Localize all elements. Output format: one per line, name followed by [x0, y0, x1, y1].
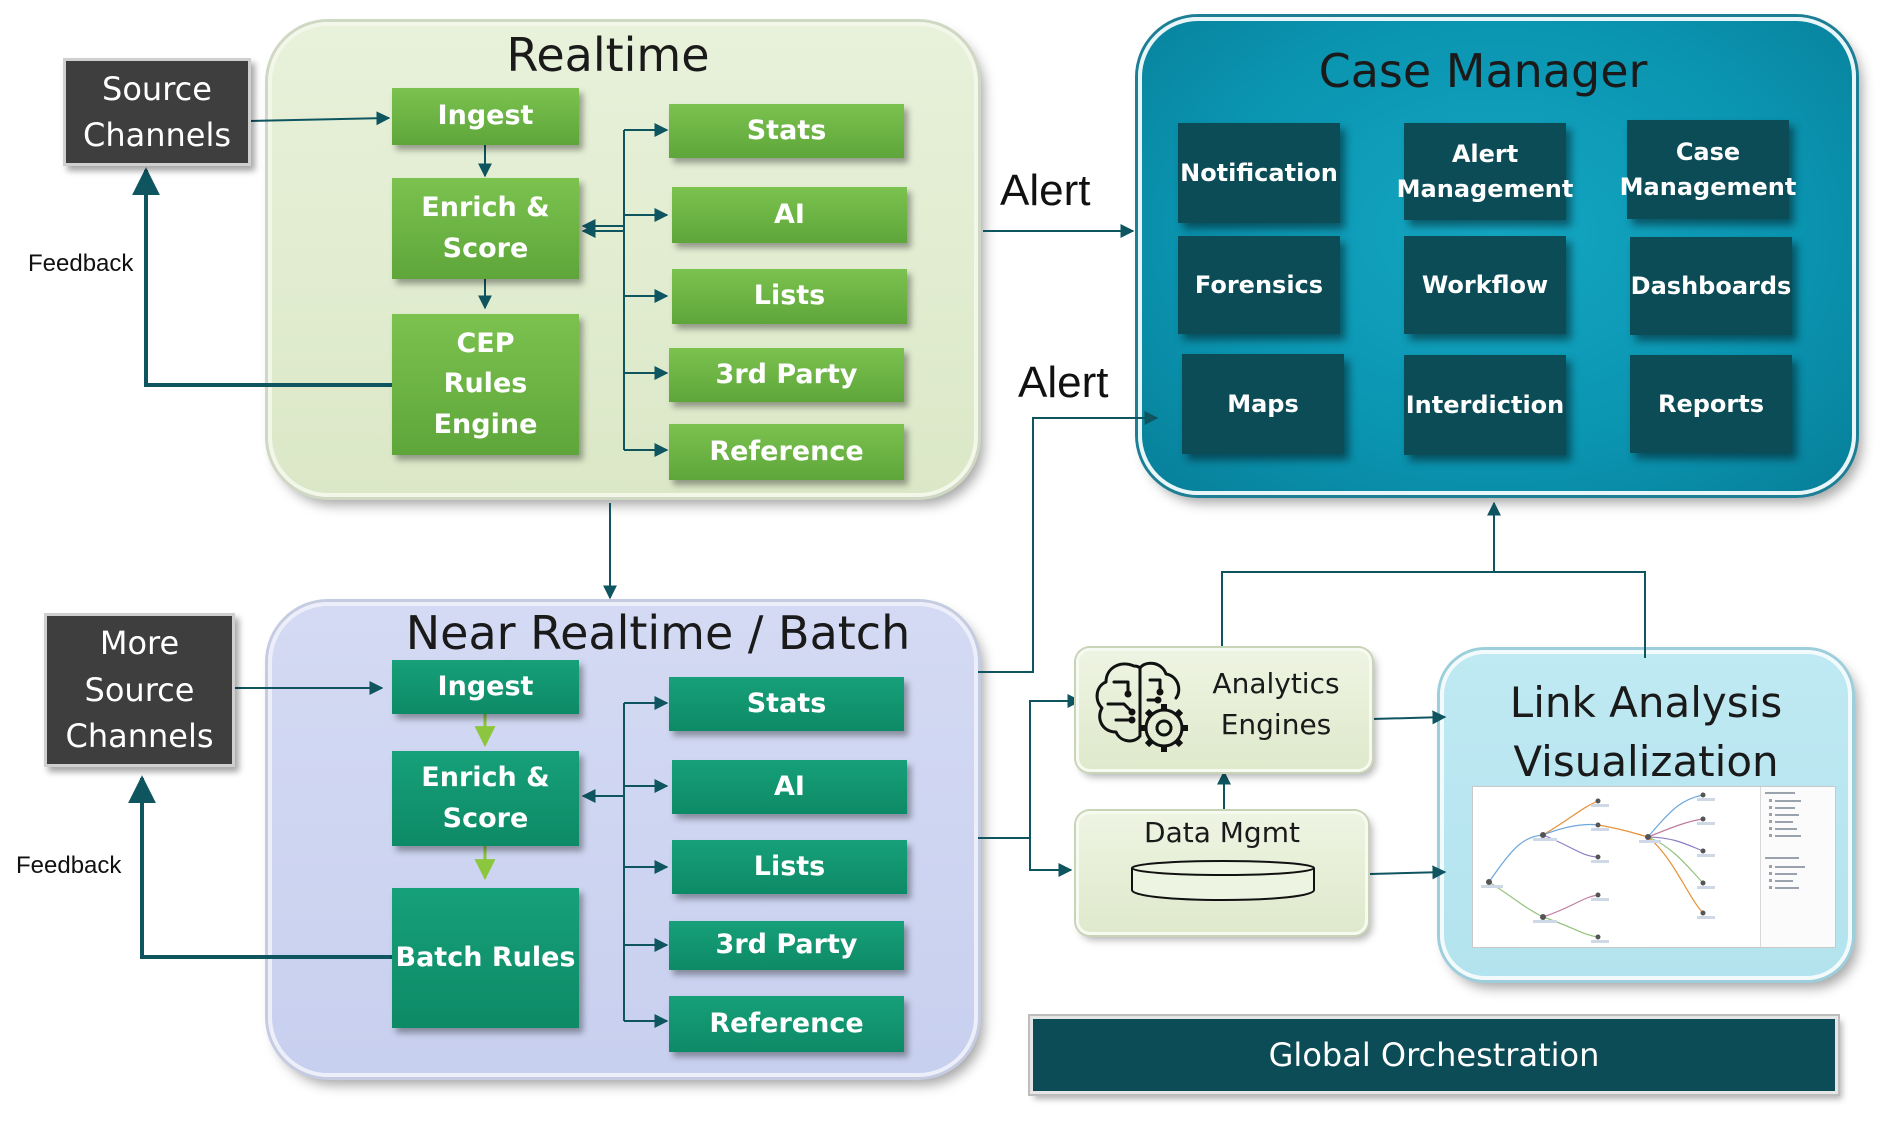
batch-to-datamgmt-arrow	[1029, 838, 1073, 877]
analytics-line-1: Analytics	[1212, 667, 1340, 700]
realtime-ingest-box[interactable]: Ingest	[392, 88, 579, 145]
realtime-enrich-score-box[interactable]: Enrich & Score	[392, 178, 579, 279]
analytics-engines-box[interactable]	[1076, 648, 1372, 772]
realtime-reference-box[interactable]: Reference	[669, 424, 904, 480]
global-orchestration-bar[interactable]: Global Orchestration	[1030, 1016, 1838, 1094]
source-to-ingest-arrow	[249, 111, 391, 126]
batch-ai-box[interactable]: AI	[672, 760, 907, 814]
rt-enrich-line-2: Score	[442, 232, 529, 264]
more-source-line-1: More	[99, 624, 180, 663]
link-title-line-1: Link Analysis	[1509, 678, 1783, 727]
realtime-alert-label: Alert	[1000, 166, 1091, 215]
realtime-3rd-party-box[interactable]: 3rd Party	[669, 348, 904, 402]
batch-enrich-score-box[interactable]: Enrich & Score	[392, 751, 579, 846]
workflow-module[interactable]: Workflow	[1404, 236, 1566, 334]
cep-line-2: Rules	[443, 368, 528, 400]
case-mgmt-line-1: Case	[1675, 137, 1741, 166]
rt-feedback-line	[132, 167, 392, 387]
batch-enrich-line-1: Enrich &	[421, 762, 550, 793]
database-icon	[1128, 858, 1318, 902]
maps-module[interactable]: Maps	[1182, 354, 1344, 454]
alert-management-module[interactable]: Alert Management	[1397, 123, 1573, 220]
link-analysis-title: Link Analysis Visualization	[1440, 674, 1852, 792]
batch-ingest-box[interactable]: Ingest	[392, 660, 579, 714]
alert-mgmt-line-2: Management	[1396, 174, 1574, 203]
case-manager-title: Case Manager	[1318, 44, 1648, 98]
batch-3rd-party-box[interactable]: 3rd Party	[669, 921, 904, 970]
forensics-module[interactable]: Forensics	[1178, 236, 1340, 334]
reports-module[interactable]: Reports	[1630, 355, 1792, 453]
more-source-line-3: Channels	[65, 717, 214, 756]
batch-feedback-label: Feedback	[16, 852, 122, 879]
analytics-to-link-arrow	[1371, 710, 1447, 725]
analytics-line-2: Engines	[1220, 707, 1332, 741]
cep-rules-engine-box[interactable]: CEP Rules Engine	[392, 314, 579, 455]
batch-alert-label: Alert	[1018, 358, 1109, 407]
link-to-case-line	[1494, 571, 1646, 658]
more-source-channels-box[interactable]: More Source Channels	[44, 613, 235, 767]
more-source-line-2: Source	[84, 670, 195, 709]
realtime-feedback-label: Feedback	[28, 250, 134, 277]
graph-screenshot-image	[1472, 786, 1836, 948]
batch-reference-box[interactable]: Reference	[669, 996, 904, 1052]
realtime-lists-box[interactable]: Lists	[672, 269, 907, 324]
realtime-ai-box[interactable]: AI	[672, 187, 907, 243]
source-line-1: Source	[102, 69, 212, 108]
data-mgmt-label: Data Mgmt	[1144, 816, 1300, 849]
source-line-2: Channels	[82, 116, 232, 154]
realtime-title: Realtime	[506, 28, 710, 82]
analytics-to-case-arrow	[1221, 501, 1501, 648]
batch-rules-box[interactable]: Batch Rules	[392, 888, 579, 1028]
dashboards-module[interactable]: Dashboards	[1630, 237, 1792, 335]
case-management-module[interactable]: Case Management	[1620, 120, 1796, 219]
graph-filter-panel	[1760, 787, 1835, 947]
rt-enrich-line-1: Enrich &	[421, 192, 550, 223]
alert-mgmt-line-1: Alert	[1451, 139, 1519, 168]
batch-feedback-line	[128, 775, 392, 959]
batch-to-analytics-arrow	[978, 694, 1082, 839]
batch-alert-arrow	[978, 411, 1159, 673]
source-channels-box[interactable]: Source Channels	[63, 58, 251, 166]
case-mgmt-line-2: Management	[1619, 172, 1797, 201]
batch-lists-box[interactable]: Lists	[672, 840, 907, 894]
realtime-stats-box[interactable]: Stats	[669, 104, 904, 158]
batch-enrich-line-2: Score	[442, 802, 529, 834]
cep-line-3: Engine	[433, 408, 538, 440]
notification-module[interactable]: Notification	[1178, 123, 1340, 223]
brain-gear-icon	[1090, 652, 1190, 758]
batch-title: Near Realtime / Batch	[405, 606, 911, 660]
interdiction-module[interactable]: Interdiction	[1404, 355, 1566, 455]
datamgmt-to-link-arrow	[1369, 865, 1447, 880]
batch-stats-box[interactable]: Stats	[669, 677, 904, 731]
cep-line-1: CEP	[456, 327, 515, 359]
link-title-line-2: Visualization	[1513, 736, 1779, 786]
analytics-engines-label: Analytics Engines	[1196, 664, 1356, 745]
